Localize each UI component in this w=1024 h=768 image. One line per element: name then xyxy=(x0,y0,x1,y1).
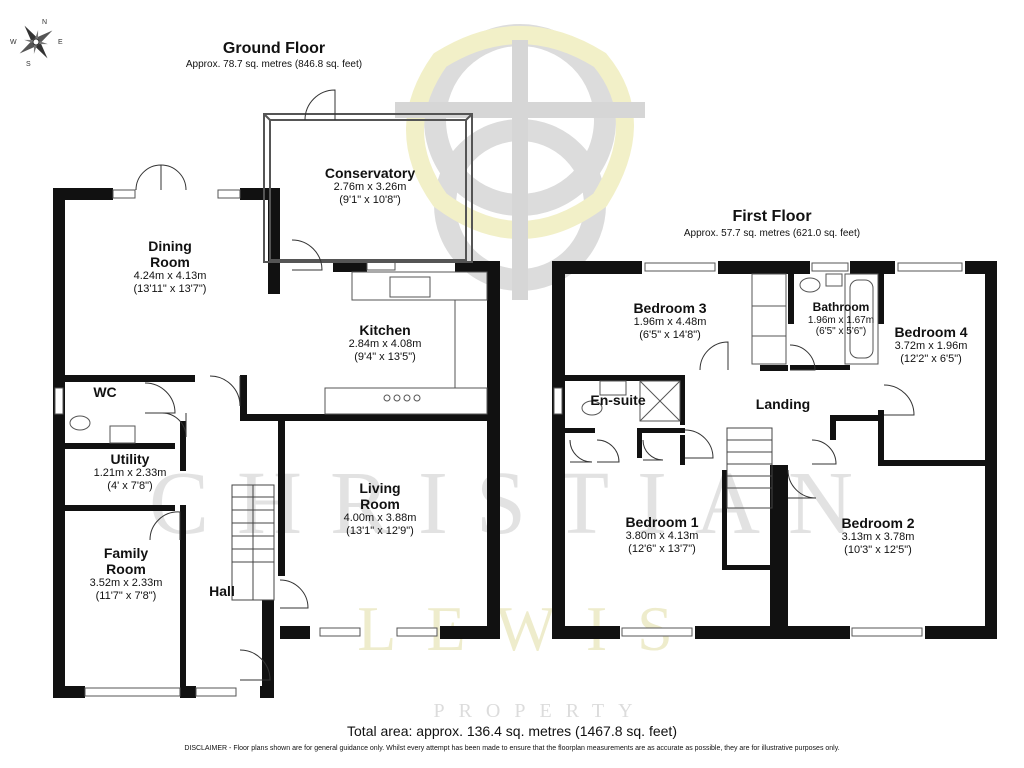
bathroom-label: Bathroom 1.96m x 1.67m (6'5" x 5'6") xyxy=(796,300,886,338)
landing-name: Landing xyxy=(755,396,811,412)
conservatory-metric: 2.76m x 3.26m xyxy=(333,181,407,194)
bedroom3-imperial: (6'5" x 14'8") xyxy=(639,328,701,341)
ground-floor-area: Approx. 78.7 sq. metres (846.8 sq. feet) xyxy=(185,59,363,70)
dining-imperial: (13'11" x 13'7") xyxy=(133,282,207,295)
conservatory-imperial: (9'1" x 10'8") xyxy=(339,193,401,206)
bedroom2-metric: 3.13m x 3.78m xyxy=(841,531,915,544)
hall-name: Hall xyxy=(209,583,235,599)
dining-name-2: Room xyxy=(150,254,190,271)
compass-w: W xyxy=(10,39,17,46)
first-floor-title: First Floor xyxy=(732,208,812,225)
kitchen-label: Kitchen 2.84m x 4.08m (9'4" x 13'5") xyxy=(315,322,455,363)
bedroom2-label: Bedroom 2 3.13m x 3.78m (10'3" x 12'5") xyxy=(808,515,948,556)
bedroom3-name: Bedroom 3 xyxy=(633,300,707,316)
family-name-1: Family xyxy=(103,545,149,561)
bedroom1-label: Bedroom 1 3.80m x 4.13m (12'6" x 13'7") xyxy=(592,514,732,555)
bedroom2-imperial: (10'3" x 12'5") xyxy=(844,543,912,556)
bedroom3-label: Bedroom 3 1.96m x 4.48m (6'5" x 14'8") xyxy=(600,300,740,341)
ground-floor-windows xyxy=(54,189,438,697)
kitchen-fittings xyxy=(324,271,488,415)
ground-floor-doors xyxy=(135,89,336,681)
disclaimer: DISCLAIMER - Floor plans shown are for g… xyxy=(184,745,840,752)
first-floor-walls xyxy=(552,261,997,639)
living-name-1: Living xyxy=(359,480,401,496)
wc-fittings xyxy=(69,415,136,444)
first-floor-area: Approx. 57.7 sq. metres (621.0 sq. feet) xyxy=(683,228,861,239)
bedroom1-name: Bedroom 1 xyxy=(625,514,699,530)
bedroom3-wardrobe xyxy=(751,273,787,365)
utility-name: Utility xyxy=(110,451,150,467)
bedroom1-imperial: (12'6" x 13'7") xyxy=(628,542,696,555)
kitchen-metric: 2.84m x 4.08m xyxy=(348,338,422,351)
bathroom-fittings xyxy=(799,273,879,365)
compass-n: N xyxy=(42,19,47,26)
wc-name: WC xyxy=(93,384,117,400)
living-name-2: Room xyxy=(360,496,400,513)
compass-s: S xyxy=(26,61,31,68)
compass-rose-icon: N E S W xyxy=(10,19,63,68)
living-imperial: (13'1" x 12'9") xyxy=(346,524,414,537)
bathroom-imperial: (6'5" x 5'6") xyxy=(815,326,867,338)
bedroom4-name: Bedroom 4 xyxy=(894,324,968,340)
landing-label: Landing xyxy=(740,396,826,412)
first-floor-stairs xyxy=(726,427,773,509)
ensuite-name: En-suite xyxy=(590,392,646,408)
hall-label: Hall xyxy=(197,583,247,599)
utility-imperial: (4' x 7'8") xyxy=(107,479,153,492)
first-floor-windows xyxy=(553,262,963,637)
watermark-property: PROPERTY xyxy=(433,700,647,722)
family-room-label: Family Room 3.52m x 2.33m (11'7" x 7'8") xyxy=(66,545,186,602)
family-imperial: (11'7" x 7'8") xyxy=(95,589,157,602)
family-metric: 3.52m x 2.33m xyxy=(89,577,163,590)
bedroom4-label: Bedroom 4 3.72m x 1.96m (12'2" x 6'5") xyxy=(876,324,986,365)
ground-floor-stairs xyxy=(231,484,275,601)
bathroom-metric: 1.96m x 1.67m xyxy=(807,314,875,326)
ground-floor-title: Ground Floor xyxy=(222,40,326,57)
kitchen-imperial: (9'4" x 13'5") xyxy=(354,350,416,363)
conservatory-label: Conservatory 2.76m x 3.26m (9'1" x 10'8"… xyxy=(300,165,440,206)
bathroom-name: Bathroom xyxy=(812,300,870,314)
utility-label: Utility 1.21m x 2.33m (4' x 7'8") xyxy=(70,451,190,492)
bedroom4-metric: 3.72m x 1.96m xyxy=(894,340,968,353)
family-name-2: Room xyxy=(106,561,146,578)
wc-label: WC xyxy=(80,384,130,400)
bedroom1-metric: 3.80m x 4.13m xyxy=(625,530,699,543)
dining-room-label: Dining Room 4.24m x 4.13m (13'11" x 13'7… xyxy=(100,238,240,295)
ensuite-label: En-suite xyxy=(582,392,654,408)
ensuite-fittings xyxy=(581,380,681,422)
utility-metric: 1.21m x 2.33m xyxy=(93,467,167,480)
dining-metric: 4.24m x 4.13m xyxy=(133,270,207,283)
conservatory-name: Conservatory xyxy=(324,165,416,181)
compass-e: E xyxy=(58,39,63,46)
bedroom3-metric: 1.96m x 4.48m xyxy=(633,316,707,329)
living-metric: 4.00m x 3.88m xyxy=(343,512,417,525)
bedroom2-name: Bedroom 2 xyxy=(841,515,915,531)
bedroom4-imperial: (12'2" x 6'5") xyxy=(900,352,962,365)
conservatory-frame xyxy=(263,113,473,263)
dining-name-1: Dining xyxy=(148,238,192,254)
total-area: Total area: approx. 136.4 sq. metres (14… xyxy=(347,723,677,739)
ground-floor-walls xyxy=(53,188,500,698)
kitchen-name: Kitchen xyxy=(359,322,411,338)
living-room-label: Living Room 4.00m x 3.88m (13'1" x 12'9"… xyxy=(310,480,450,537)
first-floor-doors xyxy=(569,341,915,499)
